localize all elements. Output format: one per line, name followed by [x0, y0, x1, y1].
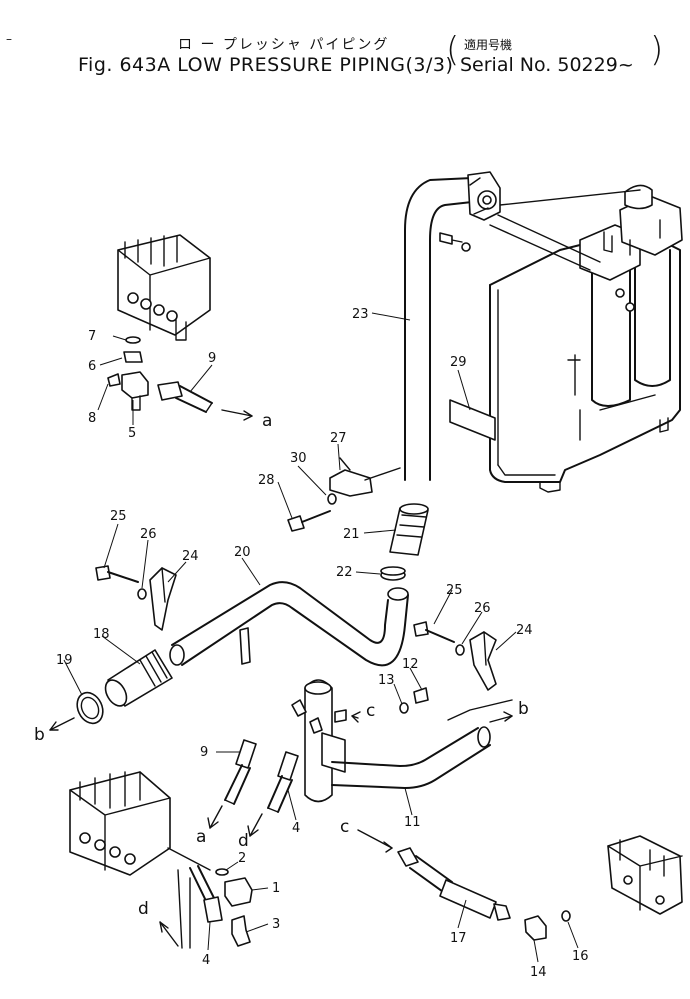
- label-28: 28: [258, 473, 275, 488]
- title-japanese: ロ ー プレッシャ パイピング: [178, 37, 390, 53]
- label-4-bottom: 4: [202, 953, 210, 968]
- label-5: 5: [128, 426, 136, 441]
- label-4-mid: 4: [292, 821, 300, 836]
- pipe-20: [169, 581, 409, 667]
- label-2: 2: [238, 851, 246, 866]
- serial-japanese: 適用号機: [464, 38, 513, 52]
- hose-21: [380, 503, 429, 581]
- label-21: 21: [343, 527, 360, 542]
- control-valve-upper: [107, 234, 253, 421]
- bracket-27: [287, 457, 401, 532]
- conn-d-bottom: d: [138, 899, 149, 919]
- connection-labels: a a b b c c d d: [34, 411, 529, 919]
- hose-17: [357, 829, 571, 941]
- label-20: 20: [234, 545, 251, 560]
- valve-bottom-right: [607, 835, 683, 915]
- label-22: 22: [336, 565, 353, 580]
- leader-lines: [63, 312, 579, 963]
- label-3: 3: [272, 917, 280, 932]
- label-26-left: 26: [140, 527, 157, 542]
- label-9-lower: 9: [200, 745, 208, 760]
- label-8: 8: [88, 411, 96, 426]
- figure-title: Fig. 643A LOW PRESSURE PIPING(3/3): [78, 54, 454, 76]
- bolt-bracket-left: [95, 565, 177, 631]
- label-30: 30: [290, 451, 307, 466]
- hydraulic-tank: [489, 184, 683, 493]
- label-25-right: 25: [446, 583, 463, 598]
- pipe-11: [291, 679, 513, 803]
- open-paren: (: [446, 30, 460, 70]
- label-24-left: 24: [182, 549, 199, 564]
- label-1: 1: [272, 881, 280, 896]
- bracket-29: [449, 399, 496, 441]
- corner-mark: –: [6, 32, 12, 46]
- conn-c-bottom: c: [340, 817, 349, 837]
- hoses-middle: [207, 739, 299, 837]
- label-24-right: 24: [516, 623, 533, 638]
- label-16: 16: [572, 949, 589, 964]
- label-18: 18: [93, 627, 110, 642]
- label-6: 6: [88, 359, 96, 374]
- pipe-23: [404, 171, 501, 481]
- conn-a-bottom: a: [196, 827, 206, 847]
- label-17: 17: [450, 931, 467, 946]
- label-26-right: 26: [474, 601, 491, 616]
- label-25-left: 25: [110, 509, 127, 524]
- label-19: 19: [56, 653, 73, 668]
- label-13: 13: [378, 673, 395, 688]
- control-valve-lower: [69, 771, 253, 949]
- label-11: 11: [404, 815, 421, 830]
- label-7: 7: [88, 329, 96, 344]
- label-23: 23: [352, 307, 369, 322]
- label-27: 27: [330, 431, 347, 446]
- part-labels: 7 6 8 5 9 23 29 27 30 28 21 22 25 26 24 …: [56, 307, 589, 980]
- label-12: 12: [402, 657, 419, 672]
- bolt-bracket-right: [413, 621, 497, 691]
- hose-18: [49, 649, 173, 731]
- label-9-upper: 9: [208, 351, 216, 366]
- serial-number: Serial No. 50229~: [460, 54, 634, 76]
- conn-b-left: b: [34, 725, 45, 745]
- conn-a-top: a: [262, 411, 272, 431]
- label-14: 14: [530, 965, 547, 980]
- conn-d-mid: d: [238, 831, 249, 851]
- label-29: 29: [450, 355, 467, 370]
- conn-b-right: b: [518, 699, 529, 719]
- conn-c-mid: c: [366, 701, 375, 721]
- close-paren: ): [650, 30, 664, 70]
